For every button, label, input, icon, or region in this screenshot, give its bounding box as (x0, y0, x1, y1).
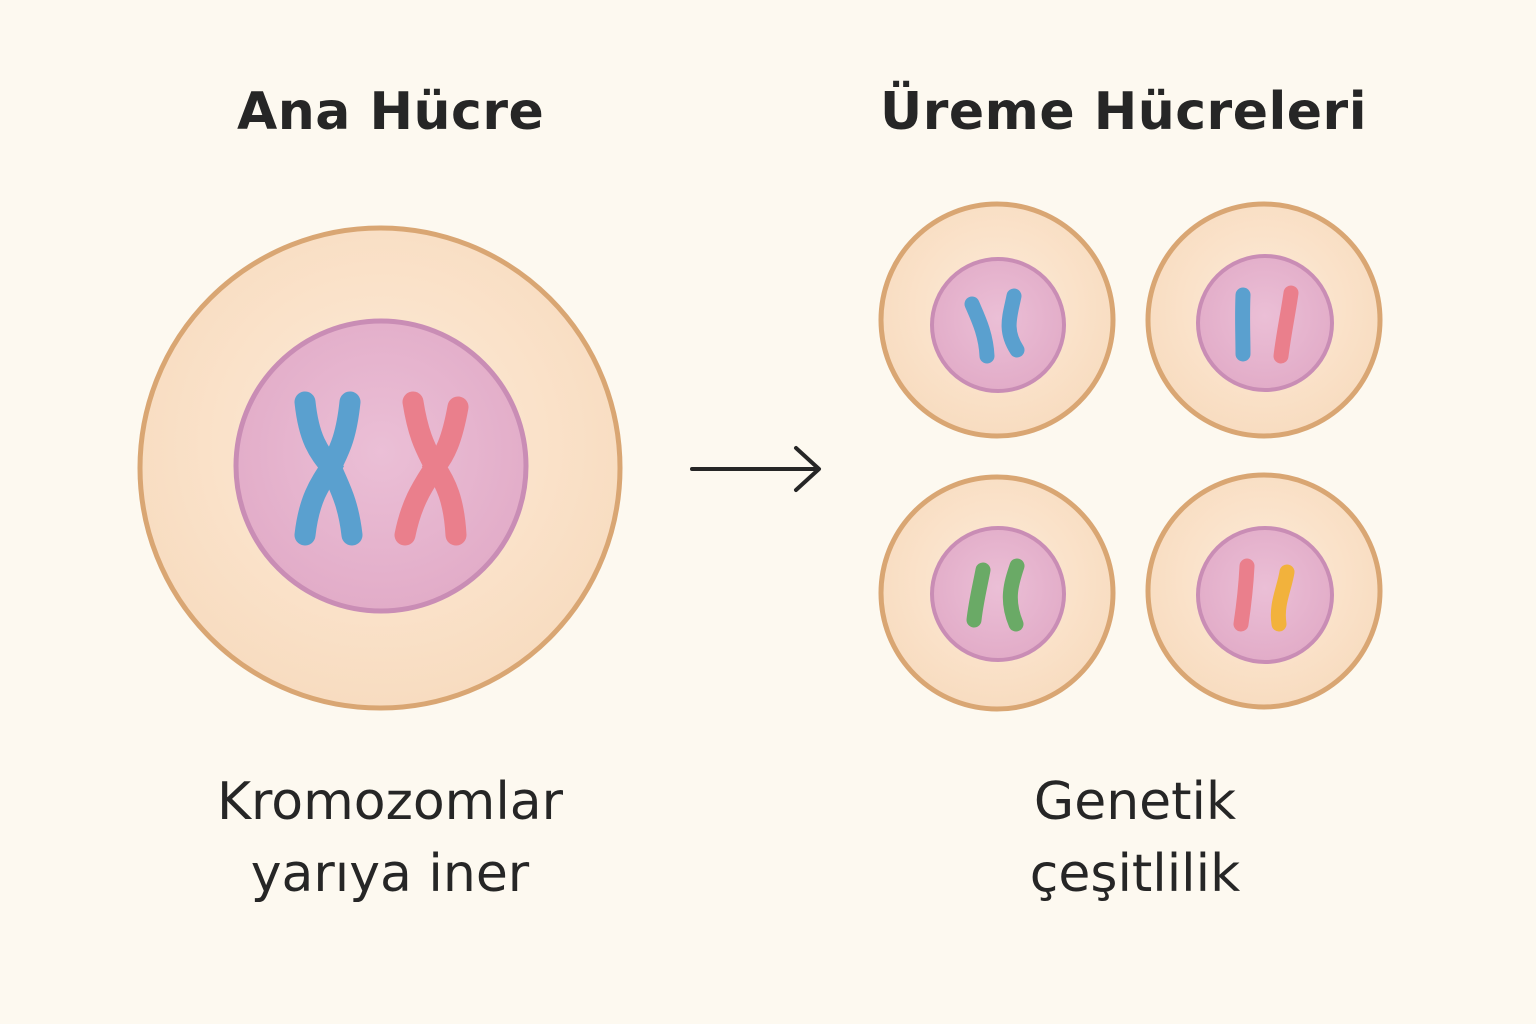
right-arrow-icon (690, 446, 821, 492)
gamete-cell (878, 201, 1116, 439)
chromatid (1233, 558, 1255, 632)
gamete-cell-nucleus (930, 526, 1066, 662)
gamete-cell-nucleus (930, 257, 1066, 393)
chromatid (1002, 558, 1025, 632)
gamete-cell (1145, 201, 1383, 439)
chromatid (964, 296, 995, 364)
gametes-caption-line-1: Genetik (1033, 772, 1237, 832)
parent-caption-line-1: Kromozomlar (216, 772, 564, 832)
gamete-cell (878, 474, 1116, 712)
parent-cell-caption: Kromozomlar yarıya iner (160, 766, 620, 910)
gametes-title: Üreme Hücreleri (880, 82, 1368, 142)
parent-cell-title: Ana Hücre (237, 82, 545, 142)
parent-cell (137, 225, 623, 711)
gamete-cell-nucleus (1196, 254, 1334, 392)
parent-caption-line-2: yarıya iner (250, 844, 530, 904)
chromatid (1273, 285, 1299, 364)
parent-cell-nucleus (233, 318, 529, 614)
chromatid (1270, 564, 1295, 632)
gametes-caption: Genetik çeşitlilik (900, 766, 1370, 910)
gametes-caption-line-2: çeşitlilik (1029, 844, 1241, 904)
chromatid (1001, 288, 1025, 358)
gamete-cell (1145, 472, 1383, 710)
gamete-cell-nucleus (1196, 526, 1334, 664)
blue-x-chromosome (294, 391, 363, 546)
chromatid (966, 562, 991, 628)
pink-x-chromosome (394, 391, 469, 546)
